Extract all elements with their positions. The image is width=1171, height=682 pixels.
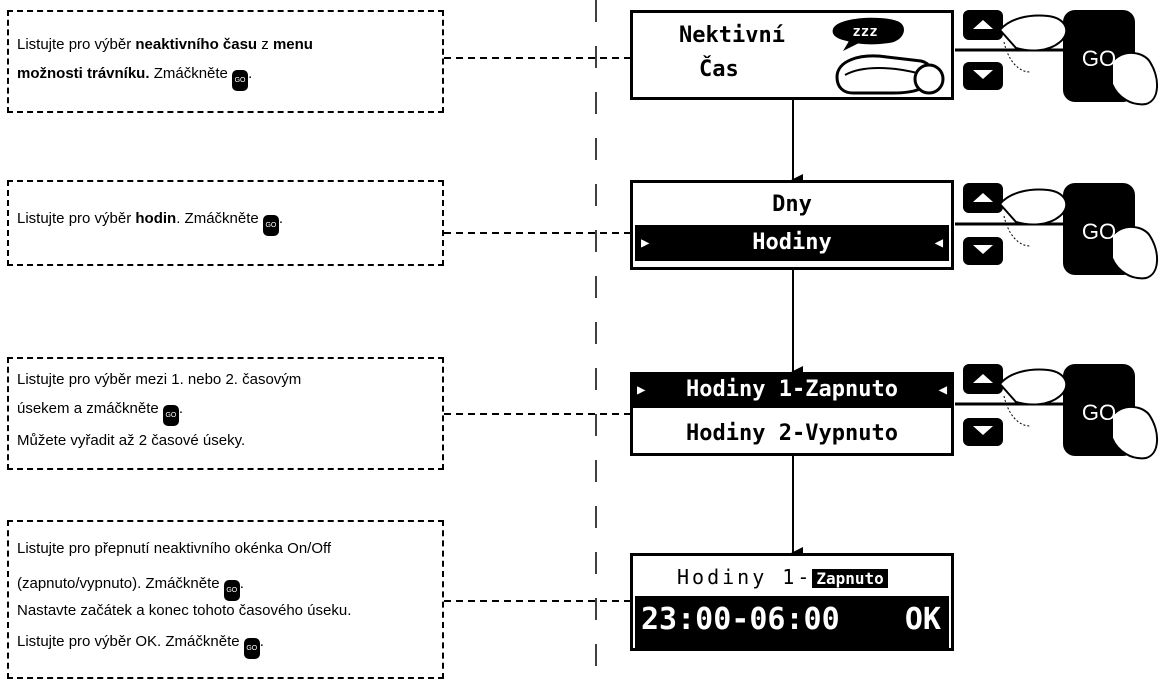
go-badge-icon: GO xyxy=(262,215,279,236)
hand-press-icon xyxy=(1111,406,1158,460)
selection-left-arrow-icon: ▶ xyxy=(641,235,650,251)
time-range-value[interactable]: 23:00-06:00 xyxy=(641,602,840,637)
menu-item-hours-label: Hodiny xyxy=(752,230,832,255)
menu-item-hours[interactable]: ▶ Hodiny ◀ xyxy=(635,225,949,261)
edit-slot-label: Hodiny 1- xyxy=(677,565,813,589)
instruction-bold: hodin xyxy=(135,210,177,227)
punctuation: . xyxy=(239,575,244,592)
hand-pointer-icon xyxy=(998,368,1068,406)
menu-item-slot-2[interactable]: Hodiny 2-Vypnuto xyxy=(686,421,898,446)
screen-1-title-line-1: Nektivní xyxy=(679,23,785,48)
instruction-4-line-4: Listujte pro výběr OK. Zmáčkněte GO. xyxy=(17,627,434,659)
screen-time-edit: Hodiny 1-Zapnuto 23:00-06:00 OK xyxy=(630,553,954,651)
arrow-down-icon xyxy=(973,70,993,79)
instruction-4-line-1: Listujte pro přepnutí neaktivního okénka… xyxy=(17,540,332,557)
screen-3-bottom-border xyxy=(630,453,954,456)
punctuation: . xyxy=(278,210,284,227)
menu-item-slot-1[interactable]: ▶ Hodiny 1-Zapnuto ◀ xyxy=(633,372,951,408)
hand-press-icon xyxy=(1111,226,1158,280)
instruction-box-3: Listujte pro výběr mezi 1. nebo 2. časov… xyxy=(7,357,444,470)
button-group-3 xyxy=(955,364,1158,460)
button-group-1 xyxy=(955,10,1158,106)
go-button-label: GO xyxy=(1082,46,1116,71)
instruction-text: Zmáčkněte xyxy=(149,65,233,82)
instruction-text: Listujte pro výběr OK. Zmáčkněte xyxy=(17,633,244,650)
arrow-down-icon xyxy=(973,426,993,435)
arrow-up-icon xyxy=(973,374,993,383)
hand-pointer-icon xyxy=(998,188,1068,226)
hand-press-icon xyxy=(1111,52,1158,106)
punctuation: . xyxy=(259,633,264,650)
instruction-text: z xyxy=(257,36,273,53)
button-group-2 xyxy=(955,183,1158,280)
sleep-text: zzz xyxy=(852,24,877,40)
instruction-bold: možnosti trávníku. xyxy=(17,65,150,82)
hand-pointer-icon xyxy=(998,14,1068,52)
instruction-bold: neaktivního času xyxy=(135,36,258,53)
instruction-box-4: Listujte pro přepnutí neaktivního okénka… xyxy=(7,520,444,679)
screen-time-unit: Dny ▶ Hodiny ◀ xyxy=(630,180,954,270)
selection-left-arrow-icon: ▶ xyxy=(637,382,646,398)
instruction-box-1: Listujte pro výběr neaktivního času z me… xyxy=(7,10,444,113)
ok-option[interactable]: OK xyxy=(904,602,941,637)
instruction-box-2: Listujte pro výběr hodin. Zmáčkněte GO. xyxy=(7,180,444,266)
instruction-2-line-1: Listujte pro výběr hodin. Zmáčkněte GO. xyxy=(17,204,434,236)
instruction-text: . Zmáčkněte xyxy=(176,210,263,227)
go-button-label: GO xyxy=(1082,400,1116,425)
go-badge-icon: GO xyxy=(243,638,260,659)
go-badge-icon: GO xyxy=(223,580,240,601)
go-badge-icon: GO xyxy=(232,70,249,91)
instruction-bold: menu xyxy=(272,36,313,53)
instruction-1-line-1: Listujte pro výběr neaktivního času z me… xyxy=(17,30,434,59)
edit-state-toggle[interactable]: Zapnuto xyxy=(812,569,888,588)
instruction-3-line-3: Můžete vyřadit až 2 časové úseky. xyxy=(17,432,246,449)
slot-1-label: Hodiny 1-Zapnuto xyxy=(686,377,898,402)
go-button-label: GO xyxy=(1082,219,1116,244)
screen-time-slots: ▶ Hodiny 1-Zapnuto ◀ Hodiny 2-Vypnuto xyxy=(630,372,954,456)
instruction-text: Listujte pro výběr xyxy=(17,210,136,227)
arrow-down-icon xyxy=(973,245,993,254)
edit-time-bar: 23:00-06:00 OK xyxy=(635,596,949,648)
instruction-text: (zapnuto/vypnuto). Zmáčkněte xyxy=(17,575,224,592)
go-badge-icon: GO xyxy=(162,405,179,426)
punctuation: . xyxy=(248,65,253,82)
screen-1-title-line-2: Čas xyxy=(699,57,739,82)
screen-inactive-time: Nektivní Čas zzz xyxy=(630,10,954,100)
selection-right-arrow-icon: ◀ xyxy=(938,382,947,398)
edit-header: Hodiny 1-Zapnuto xyxy=(677,562,888,592)
instruction-4-line-2: (zapnuto/vypnuto). Zmáčkněte GO. xyxy=(17,569,434,601)
punctuation: . xyxy=(178,400,184,417)
instruction-3-line-1: Listujte pro výběr mezi 1. nebo 2. časov… xyxy=(17,371,302,388)
arrow-up-icon xyxy=(973,20,993,29)
instruction-3-line-2: úsekem a zmáčkněte GO. xyxy=(17,394,434,426)
instruction-text: úsekem a zmáčkněte xyxy=(17,400,163,417)
instruction-text: Listujte pro výběr xyxy=(17,36,136,53)
menu-item-days[interactable]: Dny xyxy=(772,192,812,217)
instruction-1-line-2: možnosti trávníku. Zmáčkněte GO. xyxy=(17,59,434,91)
instruction-4-line-3: Nastavte začátek a konec tohoto časového… xyxy=(17,602,352,619)
sleeping-mower-icon: zzz xyxy=(832,17,945,95)
arrow-up-icon xyxy=(973,193,993,202)
selection-right-arrow-icon: ◀ xyxy=(934,235,943,251)
